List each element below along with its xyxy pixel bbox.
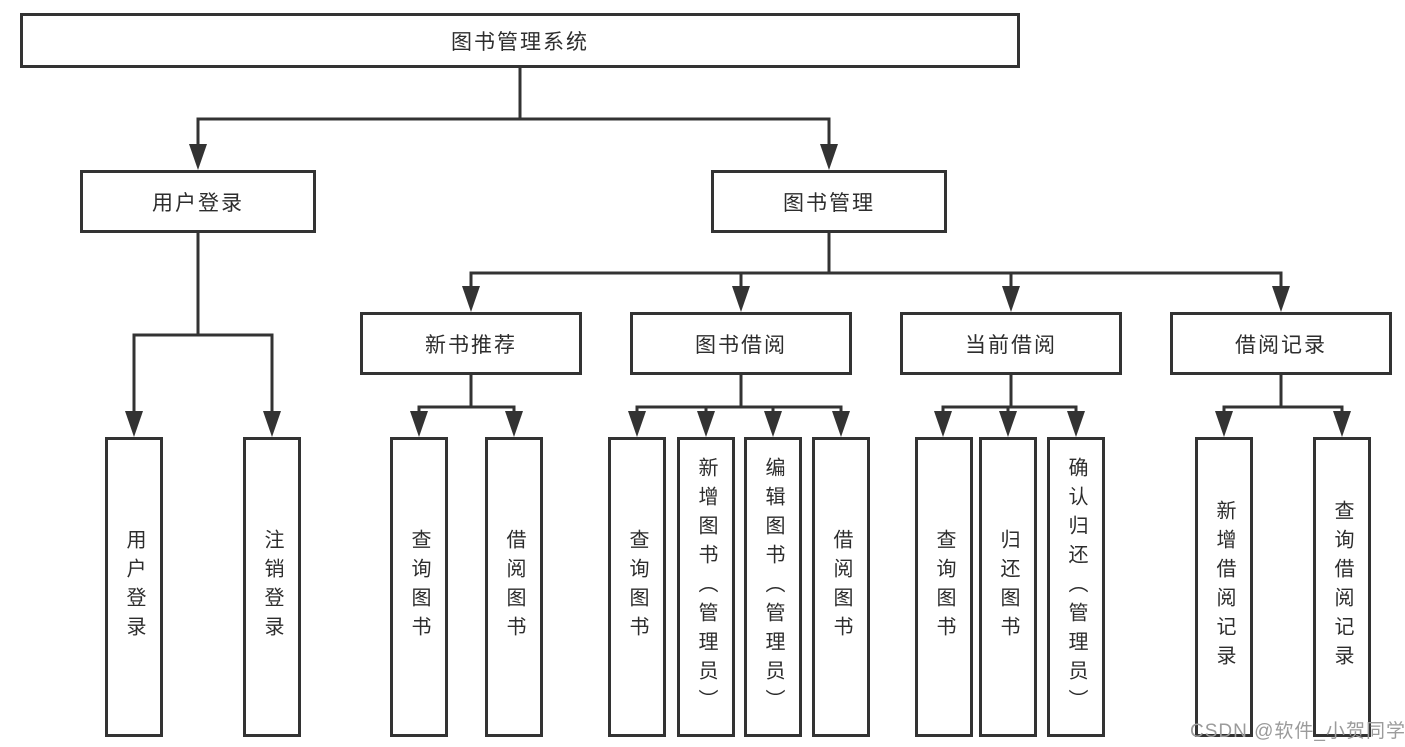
leaf-return-book: 归还图书 <box>979 437 1037 737</box>
arrowhead-down-icon <box>1002 286 1020 312</box>
leaf-recommend-borrow-books: 借阅图书 <box>485 437 543 737</box>
node-user-login: 用户登录 <box>80 170 316 233</box>
arrowhead-down-icon <box>1215 411 1233 437</box>
leaf-edit-book-admin: 编辑图书（管理员） <box>744 437 802 737</box>
csdn-watermark: CSDN @软件_小贺同学 <box>1190 721 1405 742</box>
arrowhead-down-icon <box>1333 411 1351 437</box>
arrowhead-down-icon <box>505 411 523 437</box>
arrowhead-down-icon <box>628 411 646 437</box>
leaf-add-book-admin: 新增图书（管理员） <box>677 437 735 737</box>
arrowhead-down-icon <box>832 411 850 437</box>
leaf-search-borrow-record: 查询借阅记录 <box>1313 437 1371 737</box>
arrowhead-down-icon <box>1067 411 1085 437</box>
leaf-add-borrow-record: 新增借阅记录 <box>1195 437 1253 737</box>
leaf-logout-login: 注销登录 <box>243 437 301 737</box>
arrowhead-down-icon <box>263 411 281 437</box>
arrowhead-down-icon <box>697 411 715 437</box>
arrowhead-down-icon <box>999 411 1017 437</box>
node-root-library-system: 图书管理系统 <box>20 13 1020 68</box>
arrowhead-down-icon <box>820 144 838 170</box>
node-book-management: 图书管理 <box>711 170 947 233</box>
node-borrow-records: 借阅记录 <box>1170 312 1392 375</box>
leaf-current-search-books: 查询图书 <box>915 437 973 737</box>
leaf-user-login: 用户登录 <box>105 437 163 737</box>
leaf-confirm-return-admin: 确认归还（管理员） <box>1047 437 1105 737</box>
arrowhead-down-icon <box>934 411 952 437</box>
node-current-borrow: 当前借阅 <box>900 312 1122 375</box>
arrowhead-down-icon <box>1272 286 1290 312</box>
arrowhead-down-icon <box>732 286 750 312</box>
arrowhead-down-icon <box>125 411 143 437</box>
arrowhead-down-icon <box>189 144 207 170</box>
leaf-borrow-search-books: 查询图书 <box>608 437 666 737</box>
leaf-recommend-search-books: 查询图书 <box>390 437 448 737</box>
arrowhead-down-icon <box>764 411 782 437</box>
arrowhead-down-icon <box>410 411 428 437</box>
leaf-borrow-book: 借阅图书 <box>812 437 870 737</box>
arrowhead-down-icon <box>462 286 480 312</box>
node-book-borrow: 图书借阅 <box>630 312 852 375</box>
node-new-book-recommend: 新书推荐 <box>360 312 582 375</box>
